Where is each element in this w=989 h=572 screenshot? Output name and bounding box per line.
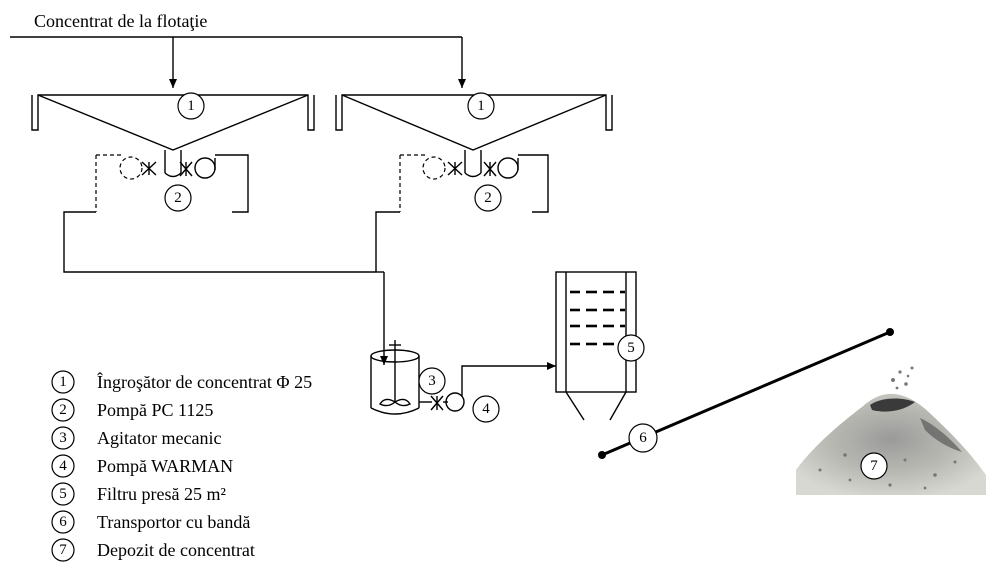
callout-2a: 2 [164,184,192,212]
svg-text:1: 1 [477,98,485,114]
svg-text:7: 7 [870,458,878,474]
svg-text:1: 1 [59,374,67,390]
callout-3: 3 [418,367,446,395]
svg-text:1: 1 [187,98,195,114]
legend: 1 Îngroşător de concentrat Φ 25 2 Pompă … [51,370,312,562]
svg-text:Îngroşător de concentrat Φ 25: Îngroşător de concentrat Φ 25 [97,371,312,392]
legend-item-6: 6 Transportor cu bandă [51,510,250,534]
svg-text:6: 6 [59,514,67,530]
svg-text:4: 4 [59,458,67,474]
feed-label: Concentrat de la flotaţie [34,11,207,31]
legend-item-5: 5 Filtru presă 25 m² [51,482,226,506]
svg-text:6: 6 [639,430,647,446]
callout-7: 7 [860,452,888,480]
svg-text:7: 7 [59,542,67,558]
legend-item-3: 3 Agitator mecanic [51,426,221,450]
legend-item-4: 4 Pompă WARMAN [51,454,233,478]
svg-text:Transportor cu bandă: Transportor cu bandă [97,512,250,532]
pump-group-left [63,154,376,273]
svg-text:2: 2 [484,190,492,206]
legend-item-2: 2 Pompă PC 1125 [51,398,213,422]
svg-text:Filtru presă 25 m²: Filtru presă 25 m² [97,484,226,504]
legend-item-1: 1 Îngroşător de concentrat Φ 25 [51,370,312,394]
legend-item-7: 7 Depozit de concentrat [51,538,255,562]
svg-text:2: 2 [59,402,67,418]
svg-text:5: 5 [627,340,635,356]
callout-6: 6 [628,423,658,453]
svg-text:Agitator mecanic: Agitator mecanic [97,428,221,448]
svg-text:3: 3 [59,430,67,446]
callout-1b: 1 [467,92,495,120]
feed-line [10,36,466,88]
filter-press [555,271,637,421]
callout-1a: 1 [177,92,205,120]
svg-text:Depozit de concentrat: Depozit de concentrat [97,540,255,560]
thickener-left [31,94,315,178]
svg-text:4: 4 [482,401,490,417]
callout-2b: 2 [474,184,502,212]
svg-text:Pompă PC 1125: Pompă PC 1125 [97,400,213,420]
agitator-tank [370,340,556,415]
callout-5: 5 [617,334,645,362]
concentrate-pile-image [796,366,986,495]
svg-text:3: 3 [428,373,436,389]
svg-text:5: 5 [59,486,67,502]
svg-text:2: 2 [174,190,182,206]
svg-text:Pompă WARMAN: Pompă WARMAN [97,456,233,476]
callout-4: 4 [472,395,500,423]
pump-group-right [375,154,549,365]
